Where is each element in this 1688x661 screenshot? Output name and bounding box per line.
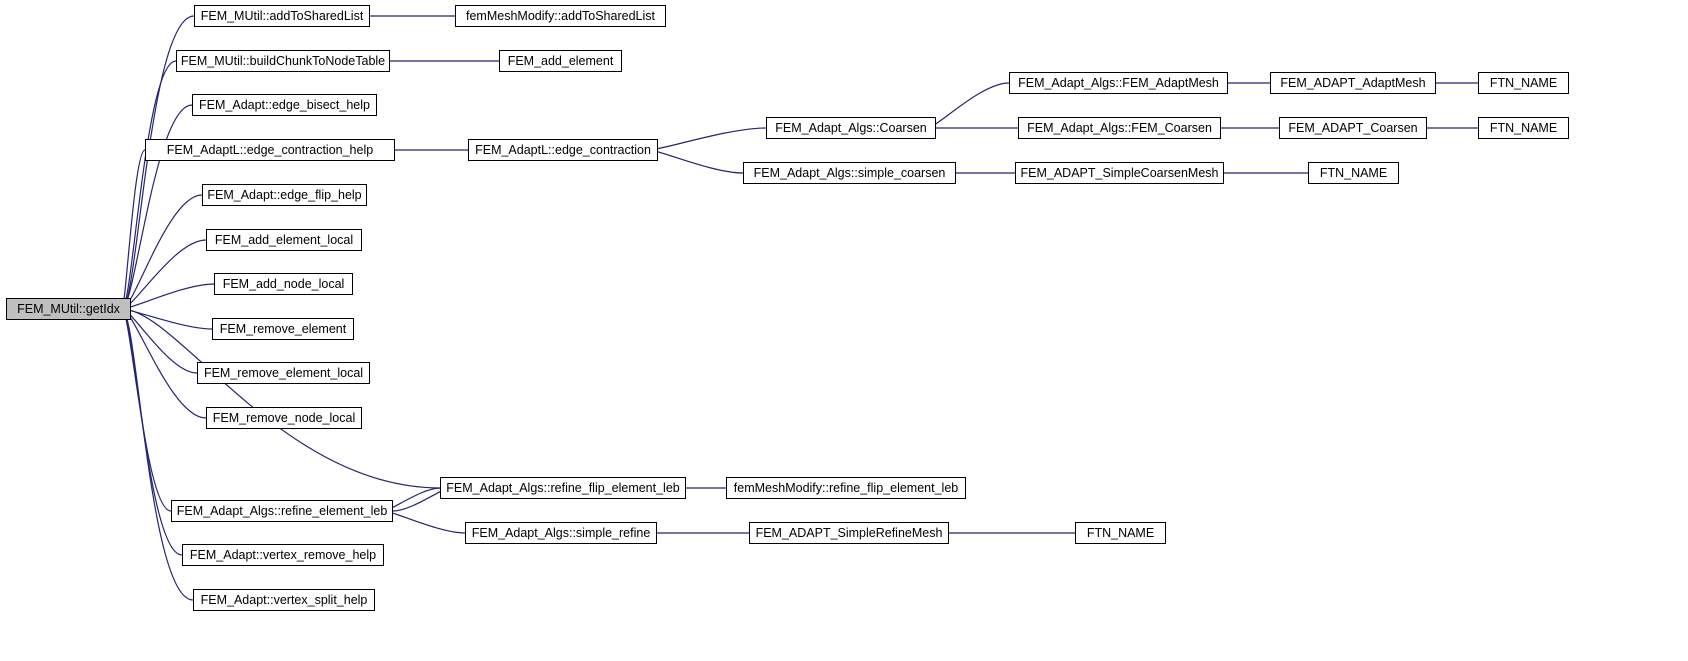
graph-node-vertex_remove_help[interactable]: FEM_Adapt::vertex_remove_help — [182, 544, 384, 566]
graph-node-edge_contraction_help[interactable]: FEM_AdaptL::edge_contraction_help — [145, 139, 395, 161]
graph-node-addToSharedList[interactable]: FEM_MUtil::addToSharedList — [194, 5, 370, 27]
graph-node-FTN_NAME_4[interactable]: FTN_NAME — [1075, 522, 1166, 544]
graph-node-label: FEM_ADAPT_Coarsen — [1288, 120, 1418, 135]
graph-node-edge_contraction[interactable]: FEM_AdaptL::edge_contraction — [468, 139, 658, 161]
graph-node-label: FEM_Adapt_Algs::FEM_Coarsen — [1027, 120, 1212, 135]
graph-node-label: FEM_Adapt_Algs::refine_element_leb — [176, 503, 388, 518]
graph-edge — [121, 194, 203, 310]
graph-edge — [121, 149, 146, 310]
graph-node-label: FEM_ADAPT_SimpleRefineMesh — [755, 525, 943, 540]
graph-node-femMeshModify_refine_flip[interactable]: femMeshModify::refine_flip_element_leb — [726, 477, 966, 499]
graph-node-label: FEM_remove_element_local — [203, 365, 364, 380]
graph-node-FTN_NAME_3[interactable]: FTN_NAME — [1308, 162, 1399, 184]
graph-edge — [121, 60, 177, 310]
graph-edge — [383, 510, 466, 534]
graph-node-FEM_Coarsen[interactable]: FEM_Adapt_Algs::FEM_Coarsen — [1018, 117, 1221, 139]
graph-node-label: FEM_AdaptL::edge_contraction — [475, 142, 651, 157]
graph-node-label: FEM_ADAPT_SimpleCoarsenMesh — [1020, 165, 1219, 180]
graph-node-add_element_local[interactable]: FEM_add_element_local — [206, 229, 362, 251]
graph-node-label: FEM_Adapt_Algs::simple_refine — [471, 525, 651, 540]
graph-node-label: FEM_Adapt::edge_flip_help — [207, 187, 362, 202]
graph-node-label: FEM_Adapt_Algs::refine_flip_element_leb — [446, 480, 680, 495]
graph-node-label: FEM_Adapt::edge_bisect_help — [199, 97, 370, 112]
graph-edge — [648, 127, 767, 151]
graph-node-refine_element_leb[interactable]: FEM_Adapt_Algs::refine_element_leb — [171, 500, 393, 522]
graph-node-label: FEM_ADAPT_AdaptMesh — [1280, 75, 1426, 90]
graph-edge — [121, 15, 195, 310]
graph-edge — [121, 308, 441, 489]
graph-node-label: FEM_add_node_local — [222, 276, 345, 291]
graph-node-label: femMeshModify::addToSharedList — [466, 8, 655, 23]
graph-node-remove_node_local[interactable]: FEM_remove_node_local — [206, 407, 362, 429]
graph-node-label: FEM_Adapt::vertex_split_help — [200, 592, 368, 607]
graph-node-label: FTN_NAME — [1489, 120, 1558, 135]
graph-node-FEM_ADAPT_SimpleCoarsenMesh[interactable]: FEM_ADAPT_SimpleCoarsenMesh — [1015, 162, 1224, 184]
graph-edge — [121, 308, 172, 512]
graph-edge — [648, 149, 744, 174]
graph-node-label: FEM_AdaptL::edge_contraction_help — [166, 142, 374, 157]
graph-node-edge_flip_help[interactable]: FEM_Adapt::edge_flip_help — [202, 184, 367, 206]
graph-edge — [121, 308, 194, 601]
graph-node-remove_element_local[interactable]: FEM_remove_element_local — [197, 362, 370, 384]
graph-node-label: FEM_Adapt_Algs::FEM_AdaptMesh — [1018, 75, 1219, 90]
graph-node-label: FTN_NAME — [1319, 165, 1388, 180]
graph-node-label: FEM_remove_element — [219, 321, 347, 336]
graph-node-Coarsen[interactable]: FEM_Adapt_Algs::Coarsen — [766, 117, 936, 139]
graph-node-label: FEM_add_element — [507, 53, 614, 68]
graph-node-label: FEM_Adapt_Algs::Coarsen — [775, 120, 927, 135]
graph-node-FTN_NAME_1[interactable]: FTN_NAME — [1478, 72, 1569, 94]
graph-node-label: FTN_NAME — [1489, 75, 1558, 90]
graph-node-label: FEM_MUtil::buildChunkToNodeTable — [180, 53, 386, 68]
graph-node-FEM_ADAPT_Coarsen[interactable]: FEM_ADAPT_Coarsen — [1279, 117, 1427, 139]
graph-node-add_node_local[interactable]: FEM_add_node_local — [214, 273, 353, 295]
graph-node-label: FEM_Adapt::vertex_remove_help — [189, 547, 377, 562]
graph-node-label: FEM_add_element_local — [214, 232, 354, 247]
graph-edge — [121, 239, 207, 310]
graph-node-label: FEM_Adapt_Algs::simple_coarsen — [753, 165, 946, 180]
graph-node-femMeshModify_addToShared[interactable]: femMeshModify::addToSharedList — [455, 5, 666, 27]
graph-node-refine_flip_element_leb[interactable]: FEM_Adapt_Algs::refine_flip_element_leb — [440, 477, 686, 499]
graph-node-FTN_NAME_2[interactable]: FTN_NAME — [1478, 117, 1569, 139]
graph-node-vertex_split_help[interactable]: FEM_Adapt::vertex_split_help — [193, 589, 375, 611]
graph-node-FEM_AdaptMesh[interactable]: FEM_Adapt_Algs::FEM_AdaptMesh — [1009, 72, 1228, 94]
graph-node-label: FTN_NAME — [1086, 525, 1155, 540]
graph-node-label: femMeshModify::refine_flip_element_leb — [733, 480, 959, 495]
graph-node-label: FEM_remove_node_local — [212, 410, 356, 425]
graph-node-edge_bisect_help[interactable]: FEM_Adapt::edge_bisect_help — [192, 94, 377, 116]
graph-node-FEM_ADAPT_AdaptMesh[interactable]: FEM_ADAPT_AdaptMesh — [1270, 72, 1436, 94]
graph-node-FEM_add_element[interactable]: FEM_add_element — [499, 50, 622, 72]
graph-node-simple_refine[interactable]: FEM_Adapt_Algs::simple_refine — [465, 522, 657, 544]
graph-node-simple_coarsen[interactable]: FEM_Adapt_Algs::simple_coarsen — [743, 162, 956, 184]
graph-edge — [926, 82, 1010, 129]
graph-node-label: FEM_MUtil::getIdx — [17, 301, 120, 316]
graph-node-label: FEM_MUtil::addToSharedList — [200, 8, 364, 23]
graph-node-FEM_ADAPT_SimpleRefineMesh[interactable]: FEM_ADAPT_SimpleRefineMesh — [749, 522, 949, 544]
graph-node-remove_element[interactable]: FEM_remove_element — [212, 318, 354, 340]
graph-node-getIdx[interactable]: FEM_MUtil::getIdx — [6, 298, 131, 320]
graph-node-buildChunkToNodeTable[interactable]: FEM_MUtil::buildChunkToNodeTable — [176, 50, 390, 72]
